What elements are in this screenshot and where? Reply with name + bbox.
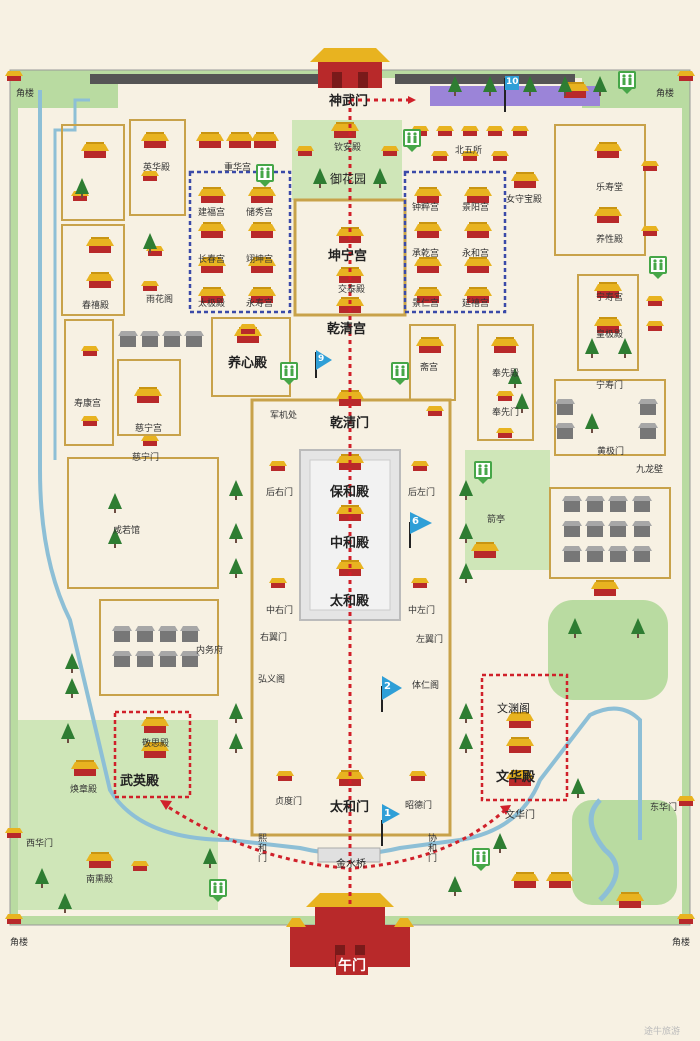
label-yonghegong: 永和宫 [462,249,490,259]
label-zhonghedian[interactable]: 中和殿 [330,536,370,551]
label-huangjimen: 黄极门 [597,447,625,457]
logo-watermark: 途牛旅游 [644,1027,681,1037]
label-qinandian: 钦安殿 [334,143,362,153]
label-nanxundian: 南熏殿 [86,875,114,885]
label-houzuomen: 后左门 [408,488,436,498]
label-yuhuage: 雨花阁 [146,295,174,305]
waypoint-2[interactable]: 2 [384,681,391,692]
label-huanzhangdian: 焕章殿 [70,785,98,795]
label-jiaolou-nw: 角楼 [16,89,35,99]
label-changchungong: 长春宫 [198,255,226,265]
label-neiwufu: 内务府 [196,646,224,656]
label-jiaolou-se: 角楼 [672,938,691,948]
label-shenwumen[interactable]: 神武门 [329,94,369,109]
label-jiulongbi: 九龙壁 [636,465,664,475]
label-yingxingdian: 英华殿 [143,163,171,173]
label-yanxigong: 延禧宫 [462,299,490,309]
label-fengxianmen: 奉先门 [492,408,520,418]
label-yangxindian[interactable]: 养心殿 [228,356,268,371]
label-wenhuamen: 文华门 [505,810,535,821]
waypoint-6[interactable]: 6 [412,516,419,527]
label-wenyuange[interactable]: 文渊阁 [497,702,530,715]
label-yangxingdian: 养性殿 [596,235,624,245]
label-jingrengong: 景仁宫 [412,299,440,309]
label-yuhuayuan[interactable]: 御花园 [330,172,367,186]
label-ciningmen: 慈宁门 [132,453,160,463]
label-qianqingmen[interactable]: 乾清门 [330,416,370,431]
label-tirenge: 体仁阁 [412,681,440,691]
label-youyimen: 右翼门 [260,633,288,643]
label-cininggong: 慈宁宫 [135,424,163,434]
label-nvshoubaodian: 女守宝殿 [506,195,543,205]
label-kunninggong[interactable]: 坤宁宫 [328,249,368,264]
label-taihedian[interactable]: 太和殿 [330,594,370,609]
label-jiaolou-sw: 角楼 [10,938,29,948]
label-donghuamen[interactable]: 东华门 [650,803,678,813]
label-taihemen[interactable]: 太和门 [330,800,370,815]
label-ningshougong: 宁寿宫 [596,293,624,303]
label-zhongyoumen: 中右门 [266,606,294,616]
label-chuxiugong: 储秀宫 [246,208,274,218]
label-xihemen: 熙和门 [258,834,268,864]
waypoint-1[interactable]: 1 [384,808,391,819]
label-qianqinggong[interactable]: 乾清宫 [327,322,367,337]
label-wenhuadian[interactable]: 文华殿 [496,770,536,785]
label-jiaolou-ne: 角楼 [656,89,675,99]
label-yikungong: 翊坤宫 [246,255,274,265]
label-jingyanggong: 景阳宫 [462,203,490,213]
label-taijidian: 太极殿 [198,299,226,309]
label-xianruoguan: 咸若馆 [113,526,141,536]
label-jingsidian: 敬思殿 [142,739,170,749]
label-chunxidian: 春禧殿 [82,301,110,311]
label-xiehemen: 协和门 [428,834,438,864]
label-jiaotaidian[interactable]: 交泰殿 [338,285,366,295]
label-junjichu: 军机处 [270,411,298,421]
label-chongfugong: 重华宫 [224,163,252,173]
label-baohedian[interactable]: 保和殿 [330,485,370,500]
label-wuyingdian[interactable]: 武英殿 [120,774,160,789]
label-fengxiandian: 奉先殿 [492,369,520,379]
label-zhongcuigong: 钟粹宫 [412,203,440,213]
label-xihuamen[interactable]: 西华门 [26,839,54,849]
label-zuoyimen: 左翼门 [416,635,444,645]
waypoint-9[interactable]: 9 [318,354,325,364]
label-jinshuiqiao: 金水桥 [336,859,366,870]
flag-icon [315,76,519,846]
label-hongyige: 弘义阁 [258,675,286,685]
label-jianfugong: 建福宫 [198,208,226,218]
label-wumen[interactable]: 午门 [336,955,368,975]
label-houyoumen: 后右门 [266,488,294,498]
label-jianting: 箭亭 [487,515,506,525]
waypoint-10[interactable]: 10 [506,77,519,87]
label-yongshougong: 永寿宫 [246,299,274,309]
label-beiwusuo: 北五所 [455,146,483,156]
label-zhongzuomen: 中左门 [408,606,436,616]
label-zhendumen: 贞度门 [275,797,303,807]
label-huangjidian: 皇极殿 [596,330,624,340]
label-leshoutang: 乐寿堂 [596,183,624,193]
label-zhaodemen: 昭德门 [405,801,433,811]
label-ningshoumen: 宁寿门 [596,381,624,391]
label-chengqiangong: 承乾宫 [412,249,440,259]
label-shoukanggong: 寿康宫 [74,399,102,409]
label-zhaigong: 斋宫 [420,363,439,373]
